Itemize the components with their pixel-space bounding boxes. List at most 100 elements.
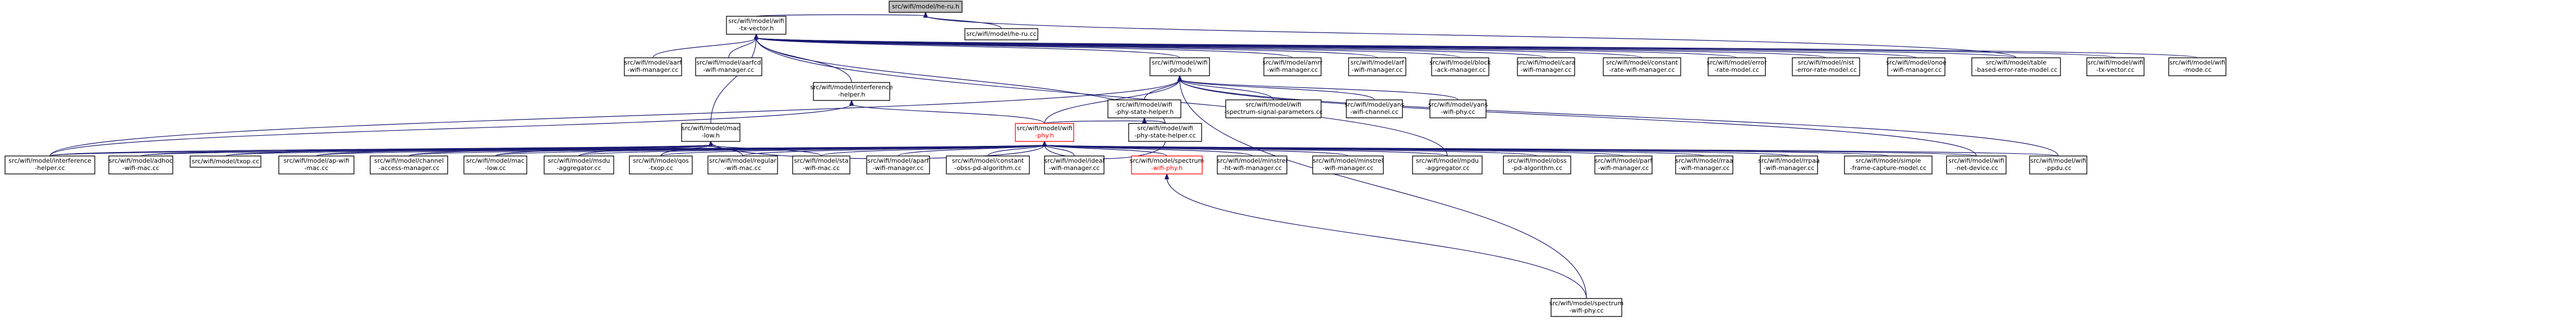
node-channel-access[interactable]: src/wifi/model/channel-access-manager.cc [370, 155, 448, 175]
node-minstrel-ht[interactable]: src/wifi/model/minstrel-ht-wifi-manager.… [1217, 155, 1287, 175]
node-interference-cc[interactable]: src/wifi/model/interference-helper.cc [4, 155, 95, 175]
node-amrr[interactable]: src/wifi/model/amrr-wifi-manager.cc [1263, 57, 1323, 76]
node-msdu-agg[interactable]: src/wifi/model/msdu-aggregator.cc [544, 155, 614, 175]
node-interference-h[interactable]: src/wifi/model/interference-helper.h [810, 82, 893, 101]
node-box [1517, 57, 1575, 76]
node-label: -frame-capture-model.cc [1850, 164, 1926, 172]
node-label: -wifi-phy.h [1151, 164, 1183, 172]
node-label: src/wifi/model/wifi [1116, 101, 1172, 108]
node-tx-vector-h[interactable]: src/wifi/model/wifi-tx-vector.h [726, 16, 786, 35]
node-nist-error[interactable]: src/wifi/model/nist-error-rate-model.cc [1792, 57, 1860, 76]
edge-interference_cc-to-ppdu_h [49, 79, 1180, 157]
node-label: src/wifi/model/minstrel [1217, 157, 1287, 164]
node-label: -wifi-manager.cc [1891, 66, 1942, 74]
node-aarf[interactable]: src/wifi/model/aarf-wifi-manager.cc [624, 57, 682, 76]
node-qos-txop[interactable]: src/wifi/model/qos-txop.cc [629, 155, 693, 175]
node-label: src/wifi/model/qos [633, 157, 689, 164]
node-box [1675, 155, 1733, 175]
node-aparf[interactable]: src/wifi/model/aparf-wifi-manager.cc [866, 155, 930, 175]
node-obss[interactable]: src/wifi/model/obss-pd-algorithm.cc [1503, 155, 1571, 175]
node-label: src/wifi/model/channel [374, 157, 444, 164]
node-phy-state-helper-h[interactable]: src/wifi/model/wifi-phy-state-helper.h [1107, 99, 1181, 118]
node-sta[interactable]: src/wifi/model/sta-wifi-mac.cc [792, 155, 850, 175]
node-box [866, 155, 930, 175]
edge-aparf-to-wifi_phy_h [898, 144, 1045, 157]
node-label: src/wifi/model/wifi [1137, 125, 1193, 132]
node-table-error[interactable]: src/wifi/model/table-based-error-rate-mo… [1971, 57, 2061, 76]
edge-phy_state_helper_cc-to-phy_state_helper_h [1144, 120, 1166, 124]
node-rraa[interactable]: src/wifi/model/rraa-wifi-manager.cc [1675, 155, 1733, 175]
node-box [1760, 155, 1818, 175]
node-parf[interactable]: src/wifi/model/parf-wifi-manager.cc [1594, 155, 1653, 175]
node-label: -wifi-phy.cc [1569, 307, 1603, 314]
node-box [1015, 123, 1074, 142]
node-txop[interactable]: src/wifi/model/txop.cc [190, 155, 261, 168]
edge-aarfcd-to-tx_vector_h [728, 37, 757, 58]
edge-spectrum_phy_h-to-wifi_phy_h [1044, 144, 1167, 157]
node-box [792, 155, 850, 175]
node-wifi-mode-cc[interactable]: src/wifi/model/wifi-mode.cc [2168, 57, 2227, 76]
node-box [946, 155, 1030, 175]
node-he-ru-cc[interactable]: src/wifi/model/he-ru.cc [964, 28, 1038, 40]
node-ideal[interactable]: src/wifi/model/ideal-wifi-manager.cc [1044, 155, 1105, 175]
node-arf[interactable]: src/wifi/model/arf-wifi-manager.cc [1348, 57, 1406, 76]
node-box [2086, 57, 2145, 76]
node-label: -ppdu.h [1168, 66, 1192, 74]
node-spectrum-phy-cc[interactable]: src/wifi/model/spectrum-wifi-phy.cc [1549, 298, 1623, 317]
node-tx-vector-cc[interactable]: src/wifi/model/wifi-tx-vector.cc [2086, 57, 2145, 76]
node-label: src/wifi/model/error [1706, 59, 1767, 66]
node-box [1149, 57, 1210, 76]
node-label: src/wifi/model/nist [1798, 59, 1855, 66]
node-box [463, 155, 527, 175]
node-aarfcd[interactable]: src/wifi/model/aarfcd-wifi-manager.cc [695, 57, 762, 76]
node-label: src/wifi/model/mac [466, 157, 525, 164]
edge-wifi_phy_h-to-interference_h [851, 103, 1045, 124]
node-ap-wifi[interactable]: src/wifi/model/ap-wifi-mac.cc [278, 155, 355, 175]
node-regular[interactable]: src/wifi/model/regular-wifi-mac.cc [707, 155, 778, 175]
node-constant-rate[interactable]: src/wifi/model/constant-rate-wifi-manage… [1603, 57, 1681, 76]
node-spectrum-phy-h[interactable]: src/wifi/model/spectrum-wifi-phy.h [1130, 155, 1204, 175]
node-mac-low-h[interactable]: src/wifi/model/mac-low.h [681, 123, 740, 142]
node-net-device[interactable]: src/wifi/model/wifi-net-device.cc [1946, 155, 2007, 175]
node-rrpaa[interactable]: src/wifi/model/rrpaa-wifi-manager.cc [1758, 155, 1820, 175]
node-yans-channel[interactable]: src/wifi/model/yans-wifi-channel.cc [1345, 99, 1405, 118]
node-label: -error-rate-model.cc [1795, 66, 1857, 74]
node-label: -mode.cc [2183, 66, 2212, 74]
edge-spectrum_phy_cc-to-ppdu_h [1179, 79, 1587, 299]
node-wifi-phy-h[interactable]: src/wifi/model/wifi-phy.h [1015, 123, 1074, 142]
node-label: -wifi-phy.cc [1441, 108, 1475, 116]
node-onoe[interactable]: src/wifi/model/onoe-wifi-manager.cc [1886, 57, 1947, 76]
node-he-ru-h[interactable]: src/wifi/model/he-ru.h [889, 1, 963, 13]
node-adhoc[interactable]: src/wifi/model/adhoc-wifi-mac.cc [108, 155, 173, 175]
edge-yans_channel-to-ppdu_h [1179, 79, 1375, 100]
node-label: src/wifi/model/constant [1606, 59, 1678, 66]
node-label: src/wifi/model/interference [8, 157, 91, 164]
node-label: src/wifi/model/yans [1428, 101, 1488, 108]
node-label: src/wifi/model/he-ru.h [892, 3, 959, 10]
node-minstrel[interactable]: src/wifi/model/minstrel-wifi-manager.cc [1312, 155, 1384, 175]
node-block-ack[interactable]: src/wifi/model/block-ack-manager.cc [1429, 57, 1491, 76]
node-error-rate[interactable]: src/wifi/model/error-rate-model.cc [1706, 57, 1767, 76]
edge-spectrum_phy_cc-to-spectrum_phy_h [1166, 177, 1587, 299]
node-box [278, 155, 355, 175]
node-yans-phy[interactable]: src/wifi/model/yans-wifi-phy.cc [1428, 99, 1488, 118]
node-mpdu-agg[interactable]: src/wifi/model/mpdu-aggregator.cc [1412, 155, 1483, 175]
node-label: src/wifi/model/wifi [1016, 125, 1072, 132]
node-label: src/wifi/model/aarf [624, 59, 682, 66]
node-box [1107, 99, 1181, 118]
node-constant-obss[interactable]: src/wifi/model/constant-obss-pd-algorith… [946, 155, 1030, 175]
node-label: -phy-state-helper.cc [1134, 132, 1196, 139]
node-box [695, 57, 762, 76]
node-label: src/wifi/model/obss [1507, 157, 1567, 164]
node-box [1503, 155, 1571, 175]
node-ppdu-h[interactable]: src/wifi/model/wifi-ppdu.h [1149, 57, 1210, 76]
node-mac-low-cc[interactable]: src/wifi/model/mac-low.cc [463, 155, 527, 175]
node-simple-frame[interactable]: src/wifi/model/simple-frame-capture-mode… [1844, 155, 1933, 175]
node-phy-state-helper-cc[interactable]: src/wifi/model/wifi-phy-state-helper.cc [1128, 123, 1202, 142]
node-ppdu-cc[interactable]: src/wifi/model/wifi-ppdu.cc [2029, 155, 2087, 175]
node-spectrum-signal[interactable]: src/wifi/model/wifi-spectrum-signal-para… [1224, 99, 1323, 118]
node-label: -wifi-manager.cc [1267, 66, 1318, 74]
node-cara[interactable]: src/wifi/model/cara-wifi-manager.cc [1517, 57, 1575, 76]
node-label: -helper.cc [35, 164, 65, 172]
node-box [2029, 155, 2087, 175]
